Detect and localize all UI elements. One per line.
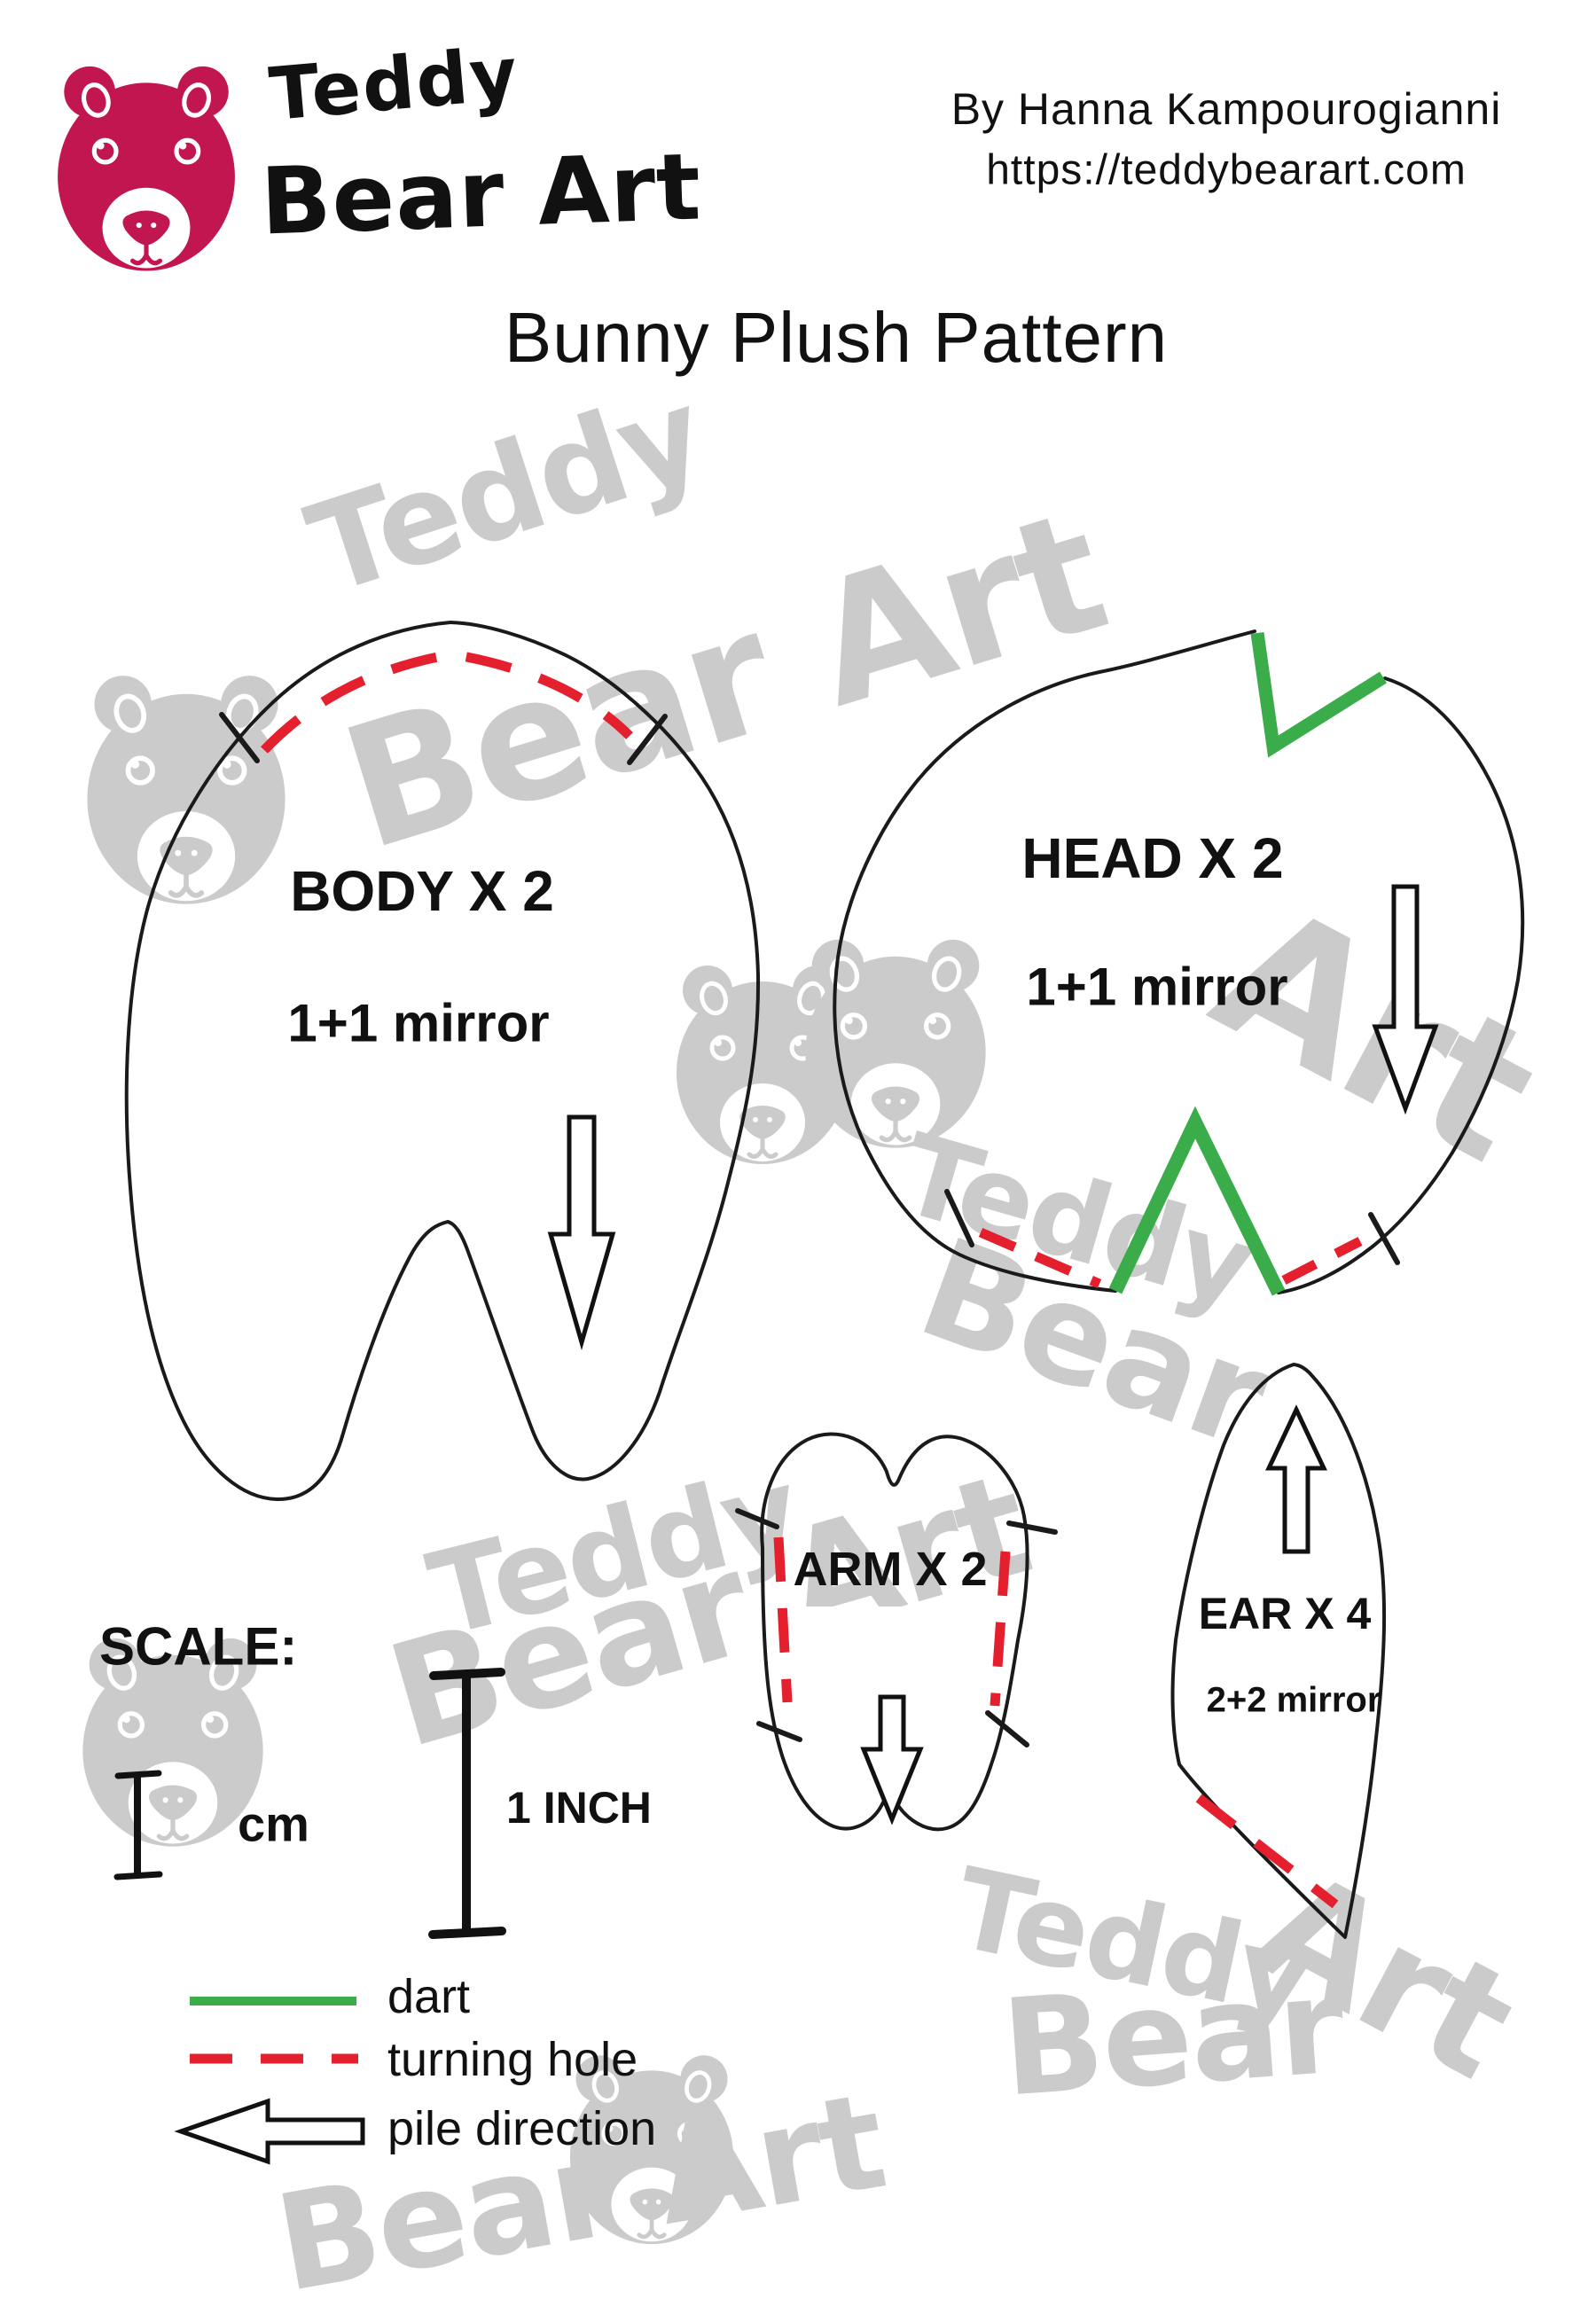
head-turning-hole-mark [978,1227,1102,1289]
legend-dart-label: dart [387,1970,471,2023]
head-grain-arrow-down-icon [1372,884,1439,1115]
scale-inch-label: 1 INCH [506,1783,652,1833]
head-piece-note: 1+1 mirror [1026,957,1288,1017]
arm-turning-hole-mark [990,1551,1011,1707]
body-piece-note: 1+1 mirror [287,993,550,1053]
ear-piece-note: 2+2 mirror [1206,1680,1381,1720]
arm-notch-tick [1006,1521,1058,1535]
scale-cm-label: cm [238,1795,309,1852]
scale-heading: SCALE: [99,1616,298,1677]
head-top-dart-mark [1250,631,1387,758]
arm-turning-hole-mark [773,1536,793,1703]
arm-notch-tick [735,1508,779,1529]
brand-word-bear-art: Bear Art [259,132,703,256]
body-notch-tick [219,712,260,763]
head-notch-tick [1368,1212,1400,1265]
arm-grain-arrow-down-icon [860,1694,924,1826]
body-grain-arrow-down-icon [547,1114,616,1351]
arm-notch-tick [756,1721,802,1742]
head-notch-tick [944,1189,974,1247]
scale-inch-bar-cap [428,1927,506,1939]
pattern-sheet [113,621,1525,2165]
head-turning-hole-mark [1281,1237,1363,1285]
arm-piece-label: ARM X 2 [793,1543,988,1596]
body-piece-outline [124,621,761,1502]
arm-notch-tick [985,1710,1029,1747]
label-backdrop [796,1607,970,1688]
ear-piece-label: EAR X 4 [1198,1589,1372,1638]
ear-turning-hole-mark [1195,1794,1339,1909]
ear-piece-outline [1170,1363,1387,1939]
scale-inch-bar-cap [429,1668,505,1680]
scale-cm-bar-cap [114,1770,162,1779]
legend-turning-hole-label: turning hole [387,2033,638,2086]
head-piece-label: HEAD X 2 [1021,826,1284,890]
head-piece-outline [833,629,1525,1294]
legend-pile-direction-arrow-icon [174,2098,365,2165]
head-bottom-dart-mark [1108,1106,1286,1296]
body-piece-label: BODY X 2 [290,859,554,923]
brand-bear-logo-icon [55,49,238,282]
arm-piece-outline [760,1432,1029,1832]
scale-cm-bar-cap [113,1871,163,1880]
author-byline: By Hanna Kampourogianni [951,84,1502,134]
website-url: https://teddybearart.com [986,146,1467,194]
ear-grain-arrow-up-icon [1265,1404,1327,1554]
legend-pile-direction-label: pile direction [387,2102,657,2155]
body-notch-tick [627,714,668,765]
page-title: Bunny Plush Pattern [504,298,1169,377]
